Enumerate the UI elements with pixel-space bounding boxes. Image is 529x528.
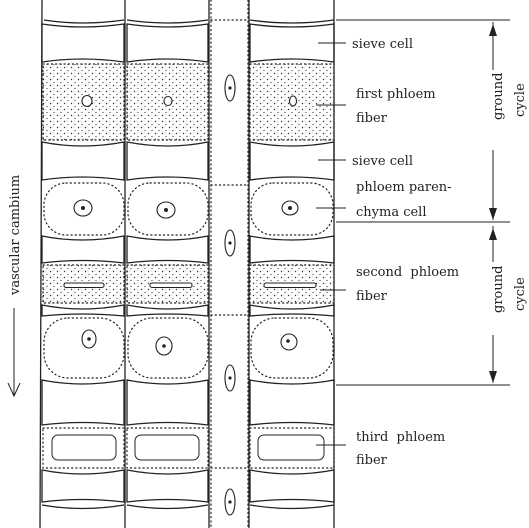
fiber-nuclei-second (64, 283, 316, 288)
sieve-cell-label-1: sieve cell (318, 37, 413, 52)
svg-text:ground: ground (491, 73, 506, 120)
cell-column-middle (127, 20, 208, 509)
svg-text:phloem paren-: phloem paren- (356, 180, 452, 195)
svg-text:chyma cell: chyma cell (356, 205, 427, 220)
svg-text:first phloem: first phloem (356, 87, 436, 102)
ground-cycle-bracket-lower: ground cycle (336, 226, 528, 385)
svg-text:fiber: fiber (356, 289, 388, 304)
svg-text:sieve cell: sieve cell (352, 154, 413, 169)
svg-text:third phloem: third phloem (356, 430, 445, 445)
vascular-cambium-indicator: vascular cambium (8, 175, 23, 396)
svg-text:cycle: cycle (513, 277, 528, 311)
svg-text:cycle: cycle (513, 83, 528, 117)
svg-text:fiber: fiber (356, 453, 388, 468)
svg-text:vascular cambium: vascular cambium (8, 175, 23, 296)
ray-column (211, 0, 248, 528)
phloem-parenchyma-label: phloem paren- chyma cell (316, 180, 452, 220)
cell-column-right (250, 20, 334, 509)
svg-text:second phloem: second phloem (356, 265, 459, 280)
svg-text:fiber: fiber (356, 111, 388, 126)
cell-column-left (42, 20, 124, 509)
sieve-cell-label-2: sieve cell (318, 154, 413, 169)
svg-text:ground: ground (491, 266, 506, 313)
svg-text:sieve cell: sieve cell (352, 37, 413, 52)
third-phloem-fiber-label: third phloem fiber (316, 430, 445, 468)
second-phloem-fiber-label: second phloem fiber (320, 265, 459, 304)
